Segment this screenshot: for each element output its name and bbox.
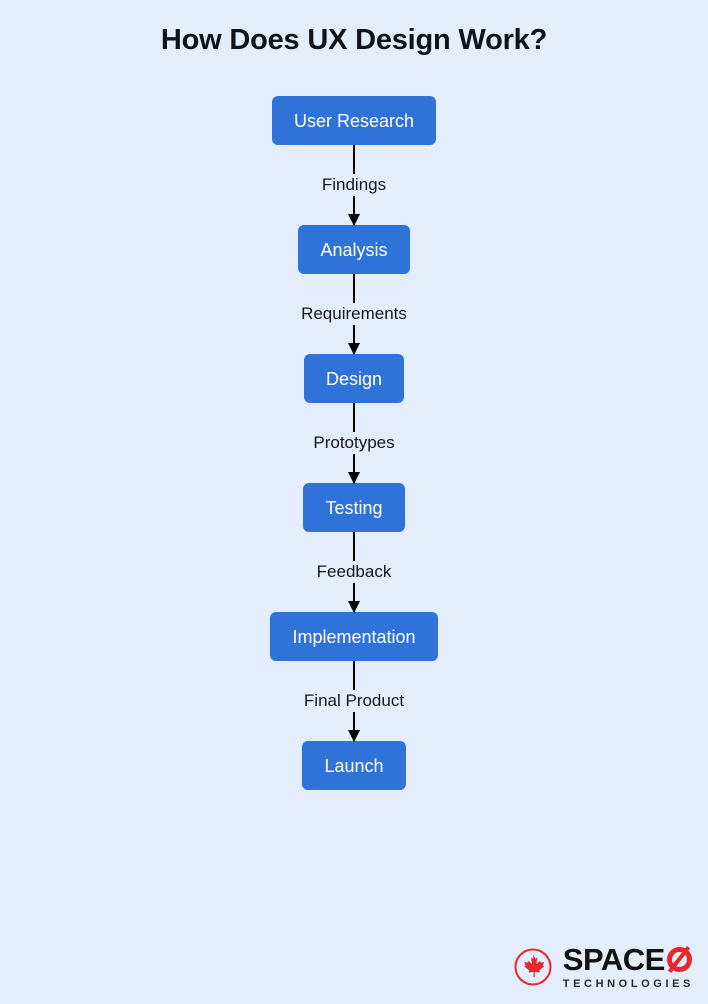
edge-label-final-product: Final Product: [296, 689, 412, 713]
brand-name: SPACE: [562, 942, 666, 977]
edge-label-prototypes: Prototypes: [306, 431, 402, 455]
connector: Findings: [239, 145, 469, 226]
node-implementation[interactable]: Implementation: [270, 612, 438, 661]
brand-logo: SPACE TECHNOLOGIES: [513, 944, 694, 990]
brand-wordmark-top: SPACE: [563, 944, 694, 975]
maple-leaf-icon: [514, 948, 552, 986]
edge-label-requirements: Requirements: [294, 302, 414, 326]
flow-connector-feedback: Feedback: [0, 532, 708, 613]
node-design[interactable]: Design: [303, 354, 405, 403]
connector: Final Product: [239, 661, 469, 742]
node-user-research[interactable]: User Research: [271, 96, 437, 145]
brand-tagline: TECHNOLOGIES: [562, 978, 694, 990]
flow-connector-requirements: Requirements: [0, 274, 708, 355]
flow-step-user-research: User Research: [0, 96, 708, 145]
edge-label-feedback: Feedback: [309, 560, 399, 584]
flow-connector-findings: Findings: [0, 145, 708, 226]
slashed-o-icon: [666, 946, 692, 973]
node-testing[interactable]: Testing: [303, 483, 405, 532]
flow-step-launch: Launch: [0, 741, 708, 790]
arrowhead-icon: [348, 730, 360, 742]
flow-step-design: Design: [0, 354, 708, 403]
flow-step-testing: Testing: [0, 483, 708, 532]
brand-wordmark: SPACE TECHNOLOGIES: [563, 944, 694, 990]
connector: Feedback: [239, 532, 469, 613]
connector: Requirements: [239, 274, 469, 355]
page-title: How Does UX Design Work?: [160, 24, 548, 56]
flow-connector-final-product: Final Product: [0, 661, 708, 742]
flow-step-implementation: Implementation: [0, 612, 708, 661]
node-analysis[interactable]: Analysis: [298, 225, 410, 274]
arrowhead-icon: [348, 343, 360, 355]
flow-connector-prototypes: Prototypes: [0, 403, 708, 484]
arrowhead-icon: [348, 472, 360, 484]
slashed-o-ring: [666, 947, 692, 972]
flow-step-analysis: Analysis: [0, 225, 708, 274]
arrowhead-icon: [348, 214, 360, 226]
arrowhead-icon: [348, 601, 360, 613]
flowchart: User Research Findings Analysis Requirem…: [0, 96, 708, 790]
connector: Prototypes: [239, 403, 469, 484]
node-launch[interactable]: Launch: [302, 741, 406, 790]
edge-label-findings: Findings: [314, 173, 394, 197]
